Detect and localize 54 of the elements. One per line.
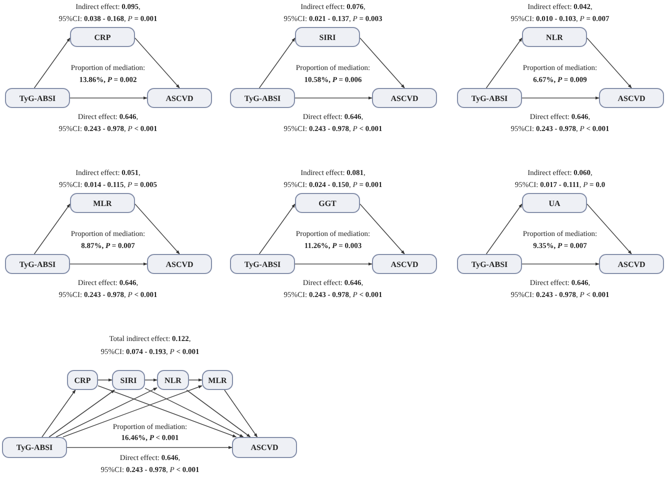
arrow (186, 390, 251, 438)
variable-box: MLR (202, 370, 233, 390)
arrow (134, 38, 180, 88)
variable-box: TyG-ABSI (457, 88, 522, 108)
variable-box: TyG-ABSI (457, 254, 522, 274)
arrow (258, 38, 296, 88)
arrow (294, 262, 372, 266)
variable-box: ASCVD (372, 88, 437, 108)
variable-box: SIRI (112, 370, 145, 390)
variable-box: TyG-ABSI (230, 254, 295, 274)
arrow (258, 204, 296, 254)
arrow (134, 204, 180, 254)
arrow (34, 38, 70, 88)
variable-box: ASCVD (232, 437, 297, 458)
arrow (522, 262, 600, 266)
arrow (70, 96, 148, 100)
arrow (224, 390, 258, 438)
variable-box: TyG-ABSI (2, 437, 67, 458)
arrow (70, 262, 148, 266)
variable-box: ASCVD (599, 254, 664, 274)
variable-box: ASCVD (147, 254, 212, 274)
variable-box: NLR (157, 370, 189, 390)
arrow (360, 204, 405, 254)
arrow (48, 390, 115, 438)
variable-box: UA (522, 193, 587, 213)
variable-box: MLR (70, 193, 135, 213)
variable-box: GGT (295, 193, 360, 213)
arrow (586, 204, 632, 254)
variable-box: TyG-ABSI (5, 254, 70, 274)
arrow (360, 38, 405, 88)
arrow (144, 388, 244, 438)
variable-box: TyG-ABSI (5, 88, 70, 108)
variable-box: CRP (67, 370, 98, 390)
arrow (98, 385, 237, 438)
variable-box: SIRI (295, 27, 360, 47)
arrow (486, 38, 522, 88)
arrow (522, 96, 600, 100)
arrow (144, 378, 158, 382)
variable-box: ASCVD (147, 88, 212, 108)
arrow (56, 387, 158, 438)
arrow (188, 378, 202, 382)
arrow (34, 204, 70, 254)
arrow (42, 390, 76, 438)
variable-box: ASCVD (599, 88, 664, 108)
arrow (62, 385, 202, 438)
arrow (486, 204, 522, 254)
variable-box: ASCVD (372, 254, 437, 274)
arrow (98, 378, 112, 382)
arrow (66, 446, 232, 450)
variable-box: TyG-ABSI (230, 88, 295, 108)
arrow (586, 38, 632, 88)
variable-box: CRP (70, 27, 135, 47)
arrow (294, 96, 372, 100)
variable-box: NLR (522, 27, 587, 47)
